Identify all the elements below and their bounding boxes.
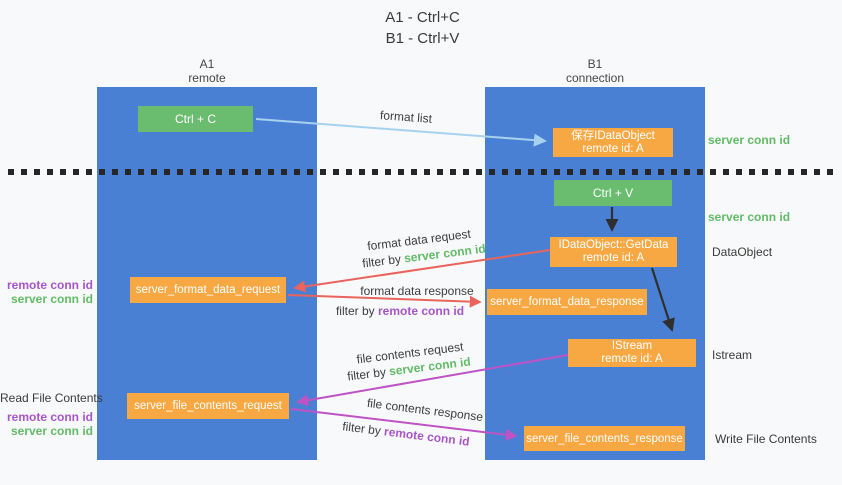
server-format-data-request-label: server_format_data_request: [135, 284, 281, 296]
server-file-contents-request-label: server_file_contents_request: [134, 400, 282, 412]
title-line-2: B1 - Ctrl+V: [385, 30, 460, 47]
server-format-data-response-label: server_format_data_response: [490, 296, 644, 308]
annotation-server-conn-id-1: server conn id: [10, 292, 93, 306]
box-istream: IStream remote id: A: [568, 339, 696, 367]
server-file-contents-response-label: server_file_contents_response: [526, 432, 683, 445]
lane-a1-role: remote: [188, 71, 226, 85]
filter-by-text: filter by: [341, 419, 382, 438]
box-idataobject-getdata: IDataObject::GetData remote id: A: [550, 237, 677, 267]
lane-header-a1: A1 remote: [97, 57, 317, 85]
filter-by-text: filter by: [361, 251, 402, 271]
annotation-server-conn-id-mid: server conn id: [708, 210, 791, 224]
box-ctrl-v: Ctrl + V: [554, 180, 672, 206]
annotation-server-conn-id-2: server conn id: [10, 424, 93, 438]
getdata-line1: IDataObject::GetData: [558, 239, 669, 251]
label-file-contents-response: file contents response: [366, 395, 484, 425]
box-server-format-data-request: server_format_data_request: [130, 277, 286, 303]
filter-by-text: filter by: [335, 304, 375, 318]
title-line-1: A1 - Ctrl+C: [385, 9, 460, 26]
box-server-format-data-response: server_format_data_response: [487, 289, 647, 315]
boundary-dotted-line: [8, 169, 836, 175]
lane-b1-name: B1: [587, 57, 603, 71]
istream-line2: remote id: A: [601, 353, 663, 365]
istream-line1: IStream: [611, 340, 653, 352]
annotation-istream: Istream: [712, 348, 753, 362]
box-save-idataobject: 保存IDataObject remote id: A: [553, 128, 673, 157]
label-filter-remote-conn-id-2: filter by remote conn id: [342, 419, 471, 449]
label-format-data-response: format data response: [360, 284, 474, 298]
annotation-conn-ids-file: remote conn id server conn id: [0, 410, 93, 438]
annotation-server-conn-id-top: server conn id: [708, 133, 791, 147]
lane-b1-role: connection: [565, 71, 625, 85]
ctrl-v-label: Ctrl + V: [592, 186, 634, 200]
annotation-remote-conn-id-2: remote conn id: [6, 410, 93, 424]
label-filter-remote-conn-id-1: filter by remote conn id: [336, 304, 464, 318]
save-idataobject-line2: remote id: A: [582, 142, 644, 155]
remote-conn-id-text: remote conn id: [378, 304, 465, 318]
box-server-file-contents-request: server_file_contents_request: [127, 393, 289, 419]
lane-header-b1: B1 connection: [485, 57, 705, 85]
filter-by-text: filter by: [346, 364, 387, 384]
annotation-write-file-contents: Write File Contents: [715, 432, 817, 446]
getdata-line2: remote id: A: [582, 252, 645, 264]
box-server-file-contents-response: server_file_contents_response: [524, 426, 685, 451]
annotation-dataobject: DataObject: [712, 245, 773, 259]
ctrl-c-label: Ctrl + C: [174, 112, 216, 126]
annotation-read-file-contents: Read File Contents: [0, 391, 103, 405]
annotation-conn-ids-format: remote conn id server conn id: [0, 278, 93, 306]
box-ctrl-c: Ctrl + C: [138, 106, 253, 132]
lane-a1-name: A1: [199, 57, 215, 71]
annotation-remote-conn-id-1: remote conn id: [6, 278, 93, 292]
save-idataobject-line1: 保存IDataObject: [571, 129, 655, 142]
label-format-list: format list: [379, 108, 433, 126]
diagram-title: A1 - Ctrl+C B1 - Ctrl+V: [350, 7, 495, 49]
remote-conn-id-text: remote conn id: [383, 424, 471, 449]
